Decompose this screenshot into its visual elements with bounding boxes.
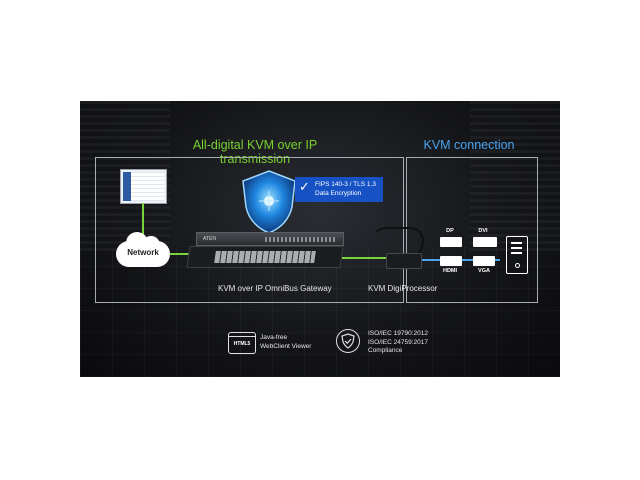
processor-label: KVM DigiProcessor (368, 284, 438, 293)
processor-cable (372, 227, 424, 261)
link-monitor-network (142, 203, 144, 241)
cloud-icon (116, 232, 170, 267)
connector-label-hdmi: HDMI (442, 268, 458, 274)
feature-iso-line2: ISO/IEC 24759:2017 (368, 338, 428, 346)
link-network-gateway (170, 253, 200, 255)
shield-icon (242, 170, 296, 234)
network-label: Network (127, 248, 159, 257)
feature-webclient-line2: WebClient Viewer (260, 342, 312, 350)
vga-connector-icon (473, 256, 495, 266)
feature-iso: ISO/IEC 19790:2012 ISO/IEC 24759:2017 Co… (368, 330, 428, 356)
html5-badge-text: HTML5 (233, 341, 251, 347)
monitor-icon (120, 169, 167, 204)
check-icon: ✓ (299, 179, 310, 194)
floor-grid (80, 247, 560, 377)
security-badge: ✓ FIPS 140-3 / TLS 1.3 Data Encryption (295, 177, 383, 202)
dvi-connector-icon (473, 237, 497, 247)
gateway-logo: ATEN (203, 236, 216, 242)
server-rack-right (470, 101, 560, 251)
kvm-banner: All-digital KVM over IP transmission KVM… (80, 101, 560, 377)
dp-connector-icon (440, 237, 462, 247)
title-right: KVM connection (423, 138, 515, 152)
connector-label-vga: VGA (478, 268, 490, 274)
gateway-label: KVM over IP OmniBus Gateway (218, 284, 332, 293)
computer-tower-icon (506, 236, 528, 274)
title-left: All-digital KVM over IP transmission (192, 138, 318, 166)
security-badge-line1: FIPS 140-3 / TLS 1.3 (315, 181, 376, 188)
digiprocessor-device (386, 253, 422, 269)
feature-iso-line1: ISO/IEC 19790:2012 (368, 330, 428, 337)
omnibus-gateway-device: ATEN (186, 232, 344, 276)
security-badge-line2: Data Encryption (315, 190, 362, 197)
feature-webclient-line1: Java-free (260, 334, 288, 341)
link-gateway-processor (342, 257, 392, 259)
connector-label-dp: DP (446, 228, 454, 234)
feature-webclient: Java-free WebClient Viewer (260, 334, 311, 351)
hdmi-connector-icon (440, 256, 462, 266)
iso-shield-check-icon (336, 329, 360, 353)
connector-label-dvi: DVI (478, 228, 488, 234)
html5-badge-icon: HTML5 (228, 332, 256, 354)
feature-iso-line3: Compliance (368, 347, 403, 354)
